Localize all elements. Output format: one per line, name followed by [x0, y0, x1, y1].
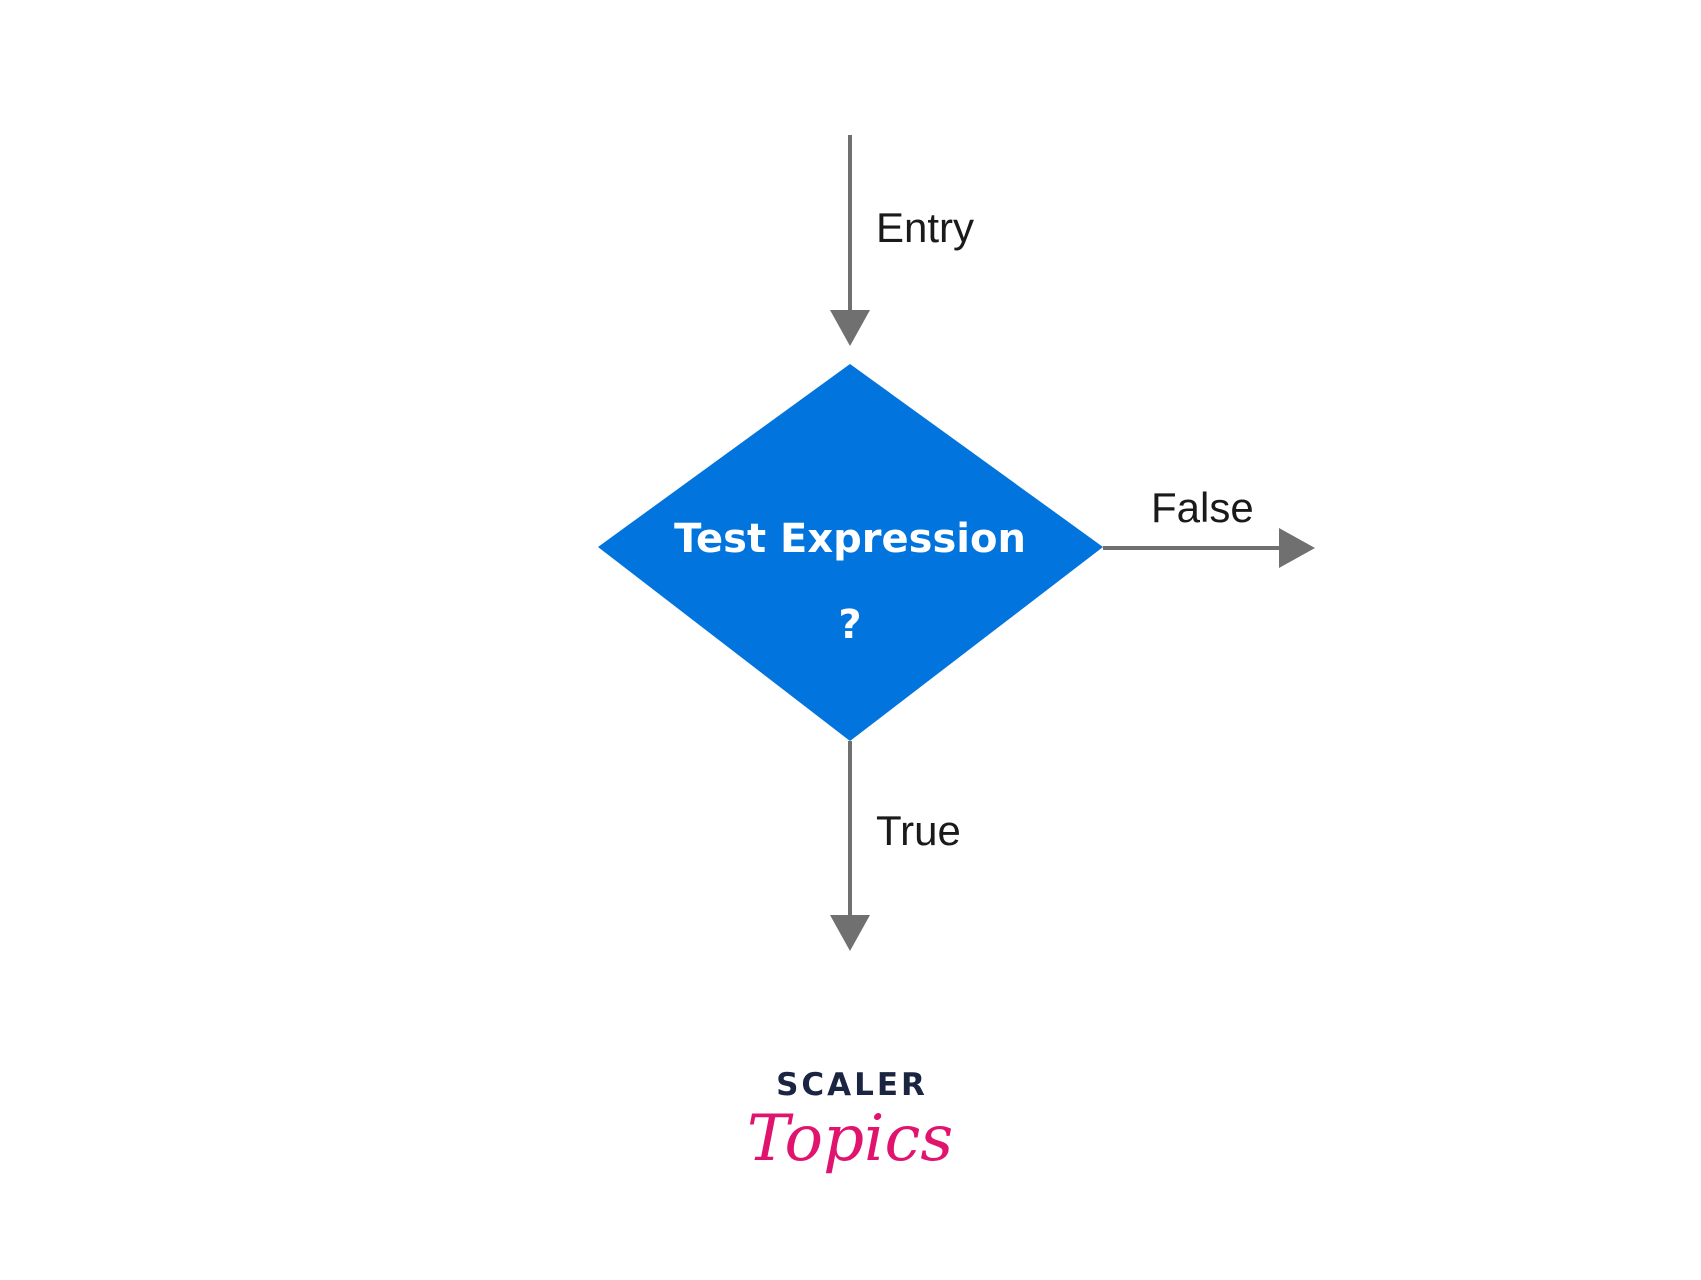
false-arrow-head	[1279, 528, 1315, 568]
entry-arrow	[830, 135, 870, 346]
false-arrow	[1103, 528, 1315, 568]
logo-wordmark: SCALER	[776, 1067, 928, 1103]
entry-label: Entry	[876, 204, 974, 251]
decision-diamond	[598, 364, 1103, 741]
true-label: True	[876, 807, 961, 854]
decision-title: Test Expression	[674, 516, 1026, 562]
scaler-topics-logo: SCALER Topics	[747, 1067, 953, 1176]
logo-script: Topics	[747, 1102, 953, 1176]
false-label: False	[1151, 484, 1254, 531]
entry-arrow-head	[830, 310, 870, 346]
decision-symbol: ?	[838, 602, 861, 648]
true-arrow-head	[830, 915, 870, 951]
true-arrow	[830, 741, 870, 951]
